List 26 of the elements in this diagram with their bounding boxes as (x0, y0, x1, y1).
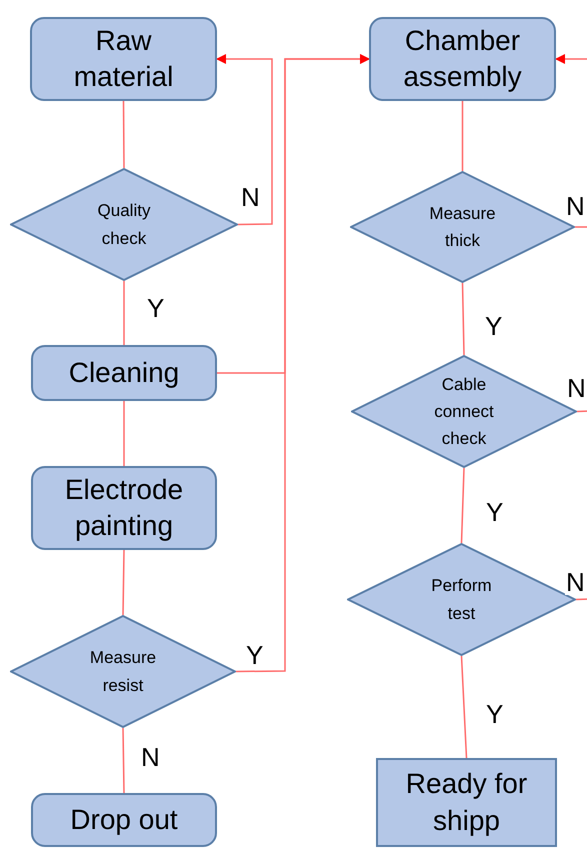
connector-line (123, 281, 125, 345)
connector-line (123, 401, 125, 466)
connector-line (462, 101, 464, 171)
connector-line (576, 410, 587, 412)
connector-line (575, 226, 587, 228)
arrow (236, 54, 370, 672)
process-box: Drop out (31, 793, 217, 847)
arrow (555, 54, 587, 64)
process-box: Electrode painting (31, 466, 217, 550)
process-box: Raw material (30, 17, 217, 101)
decision-text: Measure thick (428, 202, 497, 252)
process-box: Cleaning (31, 345, 217, 401)
decision-text: Measure resist (88, 647, 158, 696)
decision-text: Quality check (96, 200, 152, 250)
connector-line (576, 598, 587, 600)
connector-line (122, 101, 125, 168)
connector-line (460, 656, 468, 758)
connector-line (462, 282, 465, 356)
arrow (216, 54, 273, 226)
connector-line (122, 550, 125, 616)
connector-line (122, 728, 125, 794)
decision-text: Cable connect check (433, 374, 495, 450)
connector-line (460, 468, 465, 544)
process-box: Ready for shipp (376, 758, 557, 847)
process-box: Chamber assembly (369, 17, 556, 101)
decision-text: Perform test (430, 575, 493, 624)
